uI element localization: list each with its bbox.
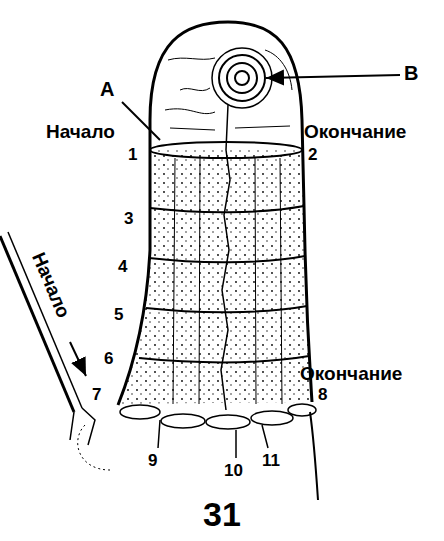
figure-number: 31 xyxy=(203,496,241,533)
callout-number: 7 xyxy=(92,386,101,405)
start-label: Начало xyxy=(46,122,115,143)
callout-number: 10 xyxy=(224,462,243,481)
callout-number: 9 xyxy=(148,452,157,471)
end-label: Окончание xyxy=(300,364,402,385)
start-label: Начало xyxy=(27,249,73,321)
callout-number: 5 xyxy=(114,306,123,325)
callout-number: 11 xyxy=(262,452,280,471)
callout-letter: В xyxy=(404,62,418,84)
callout-number: 3 xyxy=(124,210,133,229)
end-label: Окончание xyxy=(304,122,406,143)
callout-number: 2 xyxy=(308,146,317,165)
callout-number: 6 xyxy=(104,350,113,369)
callout-number: 4 xyxy=(118,258,127,277)
callout-letter: А xyxy=(100,78,114,100)
callout-number: 1 xyxy=(128,146,137,165)
callout-number: 8 xyxy=(318,386,327,405)
